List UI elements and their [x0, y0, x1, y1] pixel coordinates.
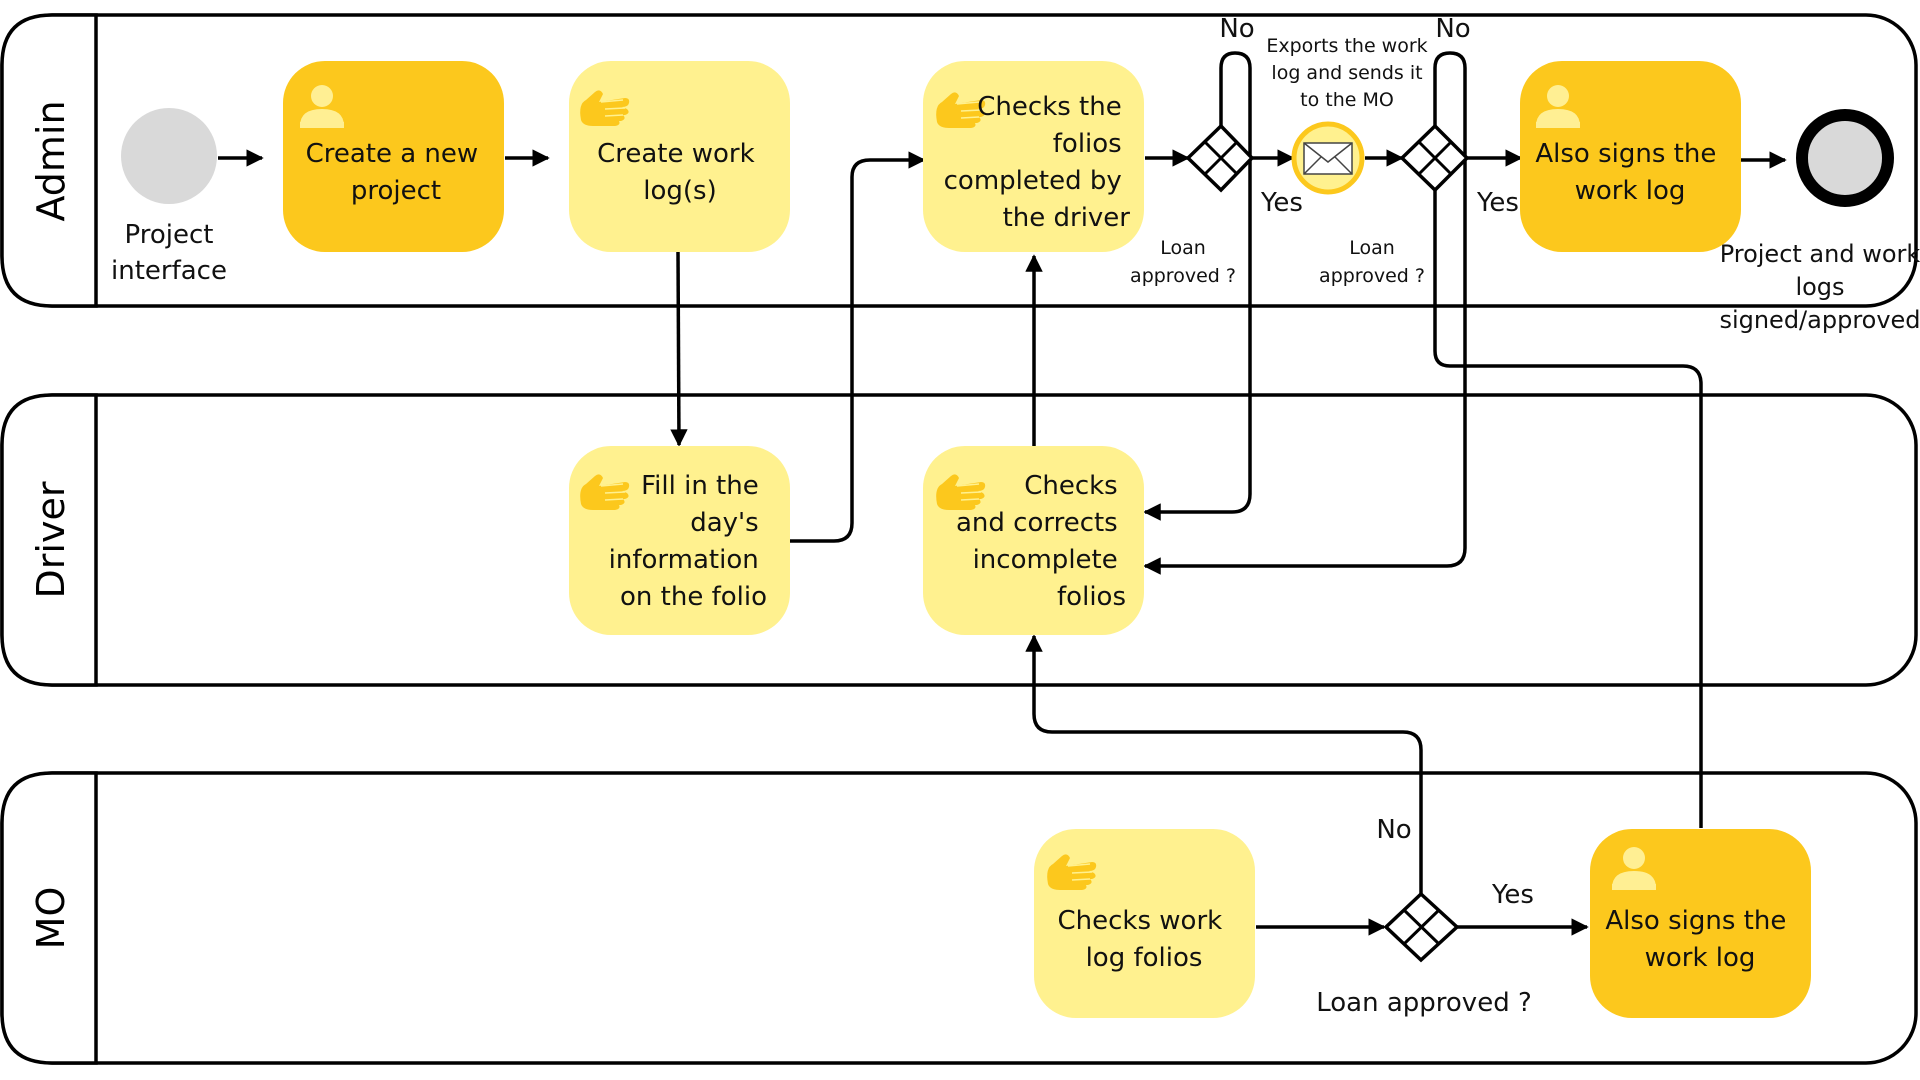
task-correct-folios: Checks and corrects incomplete folios	[923, 446, 1144, 635]
lane-title-admin: Admin	[29, 100, 73, 221]
task-mo-check-line-2: log folios	[1086, 943, 1203, 973]
gateway-admin-1-question-1: Loan	[1160, 237, 1206, 259]
task-create-project-line-2: project	[351, 176, 441, 206]
task-mo-check: Checks work log folios	[1034, 829, 1255, 1018]
end-event-label-1: Project and work	[1720, 240, 1920, 268]
message-label-3: to the MO	[1300, 89, 1394, 111]
task-create-work-log-line-2: log(s)	[643, 176, 716, 206]
flow-gateway-2-no-loop	[1143, 51, 1467, 575]
flow-work-log-to-fill-info	[670, 251, 688, 447]
svg-text:Checks work log folios: Checks work log folios	[1058, 906, 1231, 973]
task-check-folios-line-3: completed by	[944, 166, 1122, 196]
task-fill-info-line-2: day's	[690, 508, 759, 538]
svg-text:Also signs the work log: Also signs the work log	[1535, 139, 1724, 206]
gateway-admin-1-question-2: approved ?	[1130, 265, 1236, 287]
task-fill-info-line-1: Fill in the	[641, 471, 759, 501]
exclusive-gateway-icon	[1383, 891, 1460, 963]
flow-mo-gateway-no-to-correct	[1025, 634, 1423, 894]
start-event	[121, 108, 217, 204]
task-mo-check-line-1: Checks work	[1058, 906, 1223, 936]
gateway-admin-1-yes: Yes	[1260, 188, 1303, 218]
task-admin-sign: Also signs the work log	[1520, 61, 1741, 252]
task-check-folios-line-4: the driver	[1003, 203, 1131, 233]
gateway-admin-1-no: No	[1219, 14, 1254, 44]
sequence-flows	[218, 51, 1787, 936]
task-correct-folios-line-3: incomplete	[973, 545, 1118, 575]
svg-text:Fill in the day's: Fill in the day's information on the fol…	[609, 471, 767, 612]
task-check-folios-line-1: Checks the	[977, 92, 1121, 122]
task-correct-folios-line-1: Checks	[1024, 471, 1118, 501]
gateway-mo-no: No	[1376, 815, 1411, 845]
gateway-mo	[1383, 891, 1460, 963]
message-event	[1291, 121, 1365, 195]
task-fill-info: Fill in the day's information on the fol…	[569, 446, 790, 635]
message-label-2: log and sends it	[1271, 62, 1422, 84]
task-create-work-log-line-1: Create work	[597, 139, 755, 169]
svg-text:Create a new project: Create a new project	[306, 139, 487, 206]
end-event	[1796, 109, 1894, 207]
message-label-1: Exports the work	[1266, 35, 1427, 57]
start-event-label-1: Project	[125, 220, 214, 250]
svg-text:Checks the folios: Checks the folios completed by the drive…	[944, 92, 1131, 233]
task-check-folios-line-2: folios	[1053, 129, 1122, 159]
flow-mo-sign-to-admin-gateway	[1433, 190, 1703, 828]
task-admin-sign-line-2: work log	[1575, 176, 1686, 206]
start-event-label-2: interface	[111, 256, 227, 286]
task-mo-sign: Also signs the work log	[1590, 829, 1811, 1018]
gateway-mo-question: Loan approved ?	[1316, 988, 1532, 1018]
gateway-admin-1	[1185, 123, 1255, 193]
gateway-admin-2-no: No	[1435, 14, 1470, 44]
svg-text:Also signs the work log: Also signs the work log	[1605, 906, 1794, 973]
end-event-label-2: logs	[1795, 273, 1844, 301]
end-event-label-3: signed/approved	[1719, 306, 1920, 334]
task-correct-folios-line-4: folios	[1057, 582, 1126, 612]
svg-text:Create work log(s): Create work log(s)	[597, 139, 763, 206]
exclusive-gateway-icon	[1399, 123, 1470, 193]
task-create-project-line-1: Create a new	[306, 139, 479, 169]
task-mo-sign-line-2: work log	[1645, 943, 1756, 973]
task-check-folios: Checks the folios completed by the drive…	[923, 61, 1144, 252]
flow-fill-info-to-check-folios	[790, 151, 926, 543]
task-create-project: Create a new project	[283, 61, 504, 252]
task-admin-sign-line-1: Also signs the	[1535, 139, 1716, 169]
svg-text:Checks and corrects: Checks and corrects incomplete folios	[956, 471, 1126, 612]
gateway-admin-2-question-2: approved ?	[1319, 265, 1425, 287]
task-mo-sign-line-1: Also signs the	[1605, 906, 1786, 936]
lane-title-driver: Driver	[29, 481, 73, 598]
envelope-icon	[1303, 142, 1353, 175]
gateway-admin-2	[1399, 123, 1470, 193]
task-correct-folios-line-2: and corrects	[956, 508, 1118, 538]
lane-title-mo: MO	[29, 887, 73, 950]
exclusive-gateway-icon	[1185, 123, 1255, 193]
task-fill-info-line-4: on the folio	[620, 582, 767, 612]
task-fill-info-line-3: information	[609, 545, 759, 575]
gateway-admin-2-question-1: Loan	[1349, 237, 1395, 259]
gateway-mo-yes: Yes	[1491, 880, 1534, 910]
lane-mo: MO	[0, 771, 1918, 1065]
flow-gateway-1-no-loop	[1143, 51, 1252, 521]
task-create-work-log: Create work log(s)	[569, 61, 790, 252]
gateway-admin-2-yes: Yes	[1476, 188, 1519, 218]
